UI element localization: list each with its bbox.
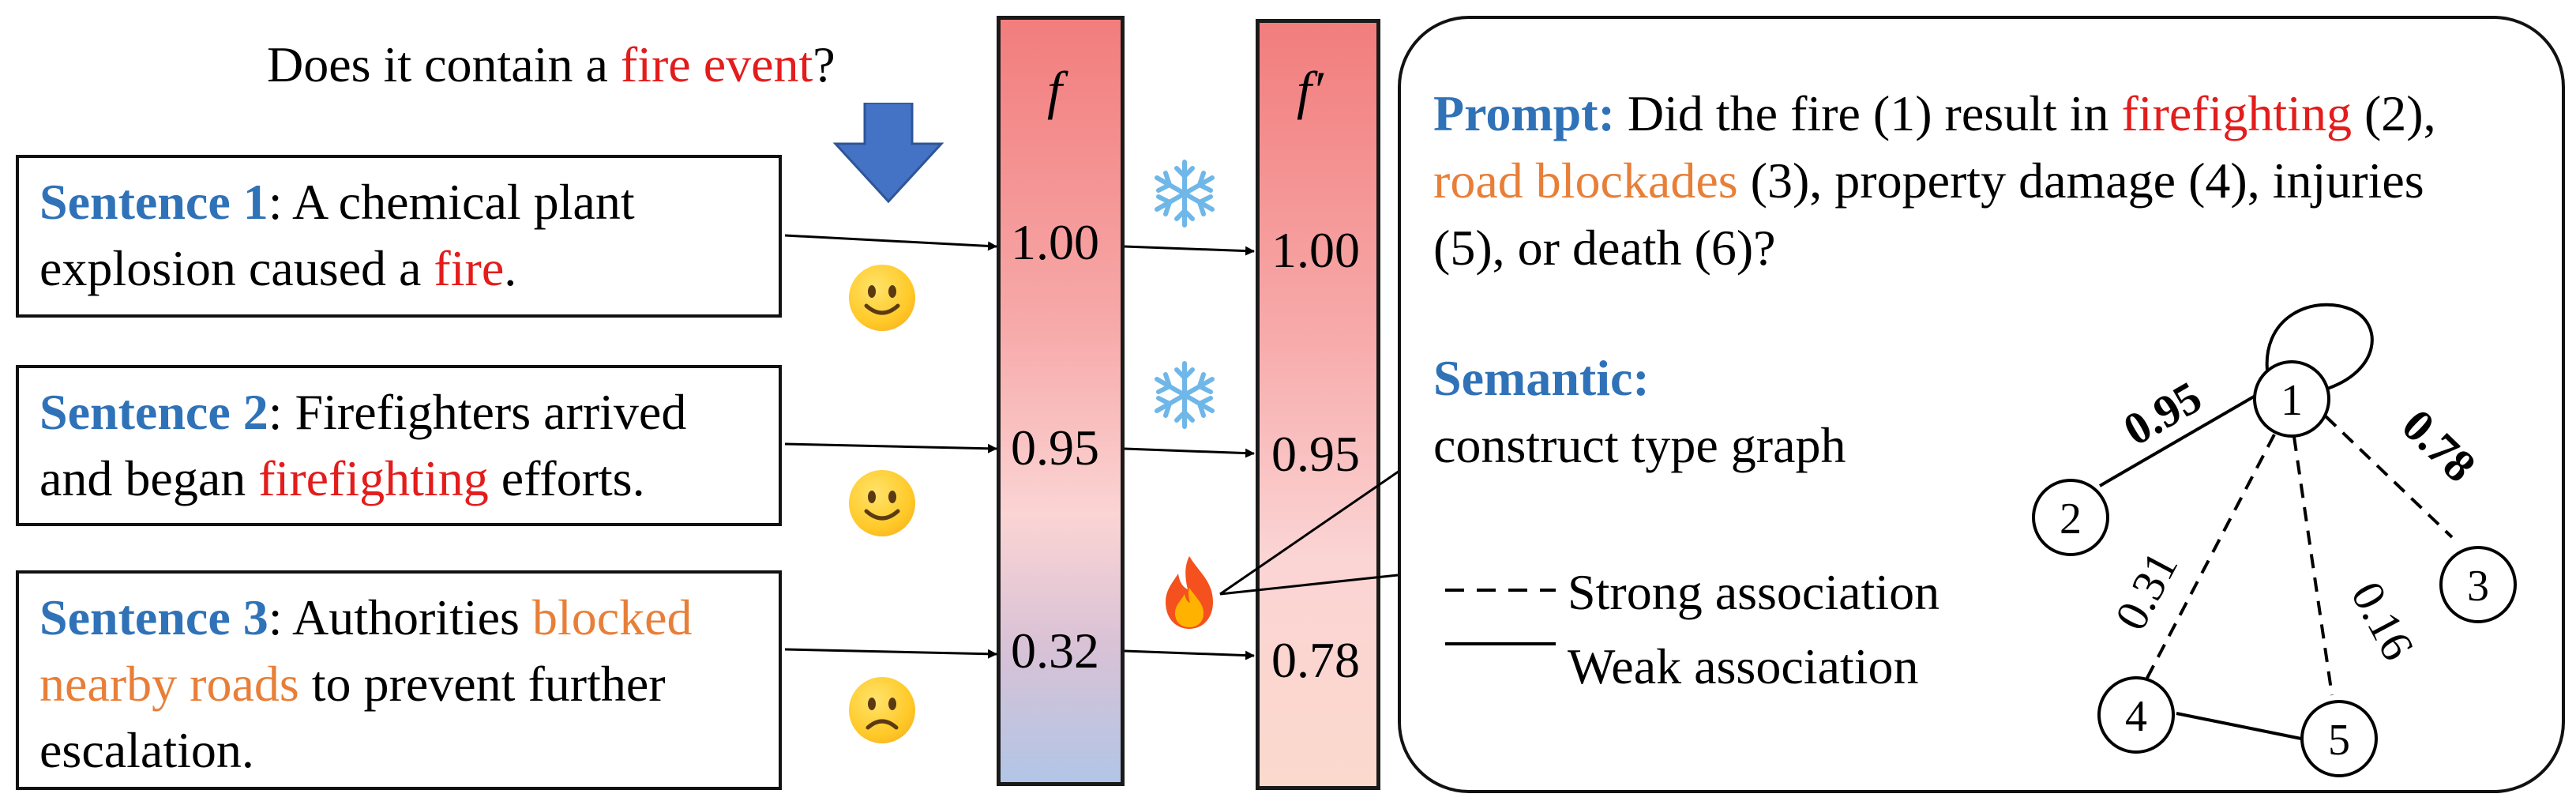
edge-1-2: [2098, 392, 2261, 487]
bar-f-prime-label: f′: [1297, 60, 1324, 120]
semantic-label: Semantic:: [1433, 350, 1650, 406]
question-prefix: Does it contain a: [267, 36, 621, 92]
edge-label-1-5: 0.16: [2341, 574, 2424, 668]
prompt-label: Prompt:: [1433, 85, 1615, 141]
graph-node-4: 4: [2097, 676, 2175, 754]
edge-1-3: [2324, 415, 2454, 539]
sentence-box-3: Sentence 3: Authorities blocked nearby r…: [16, 570, 782, 790]
snowflake-icon: [1155, 361, 1215, 429]
edge-4-5: [2176, 712, 2302, 740]
sentence-2-line-1: Sentence 2: Firefighters arrived: [39, 384, 687, 440]
prompt-line-3: (5), or death (6)?: [1433, 220, 1776, 276]
graph-node-label-5: 5: [2328, 716, 2350, 765]
frown-face-icon: [849, 677, 915, 743]
graph-node-label-4: 4: [2125, 692, 2147, 741]
smile-face-icon: [849, 265, 915, 331]
sentence-3-line-2: nearby roads to prevent further: [39, 656, 666, 712]
graph-node-1: 1: [2253, 360, 2330, 438]
bar-f: [997, 16, 1125, 786]
f-prime-value-3: 0.78: [1271, 632, 1360, 688]
graph-node-2: 2: [2032, 479, 2109, 556]
fire-icon: [1166, 556, 1213, 629]
prompt-line-2: road blockades (3), property damage (4),…: [1433, 152, 2424, 209]
graph-node-label-2: 2: [2060, 495, 2082, 544]
graph-node-label-3: 3: [2467, 562, 2489, 611]
f-prime-value-2: 0.95: [1271, 426, 1360, 482]
semantic-panel: [1398, 16, 2565, 793]
prompt-line-1: Prompt: Did the fire (1) result in firef…: [1433, 85, 2436, 141]
arrow-sentence-3-to-f: [784, 648, 997, 659]
callout-line-upper: [1219, 466, 1405, 596]
sentence-1-label: Sentence 1: [39, 174, 268, 230]
f-prime-value-1: 1.00: [1271, 222, 1360, 278]
self-loop-1: [2265, 303, 2374, 391]
arrow-f-to-fprime-1: [1124, 245, 1255, 256]
down-arrow-icon: [832, 103, 944, 204]
edge-label-1-3: 0.78: [2392, 399, 2485, 491]
arrow-sentence-1-to-f: [784, 234, 997, 251]
bar-f-label: f: [1047, 60, 1062, 120]
legend-strong: Strong association: [1568, 564, 1940, 620]
sentence-box-1: Sentence 1: A chemical plant explosion c…: [16, 155, 782, 318]
sentence-box-2: Sentence 2: Firefighters arrived and beg…: [16, 365, 782, 526]
smile-face-icon: [849, 470, 915, 536]
legend-weak: Weak association: [1568, 638, 1919, 694]
legend-lines: [1445, 589, 1556, 645]
bar-f-prime: [1256, 19, 1380, 790]
edge-1-5: [2292, 436, 2334, 696]
question-suffix: ?: [813, 36, 836, 92]
sentence-1-line-2: explosion caused a fire.: [39, 240, 517, 296]
callout-line-lower: [1219, 574, 1399, 596]
sentence-3-label: Sentence 3: [39, 589, 268, 645]
sentence-2-label: Sentence 2: [39, 384, 268, 440]
graph-node-3: 3: [2439, 546, 2517, 623]
semantic-text: construct type graph: [1433, 417, 1846, 473]
question-highlight: fire event: [620, 36, 813, 92]
sentence-3-line-3: escalation.: [39, 722, 254, 778]
graph-node-5: 5: [2300, 700, 2378, 777]
f-value-1: 1.00: [1011, 214, 1099, 270]
snowflake-icon: [1155, 160, 1215, 228]
sentence-3-line-1: Sentence 3: Authorities blocked: [39, 589, 693, 645]
f-value-3: 0.32: [1011, 623, 1099, 679]
arrow-f-to-fprime-2: [1124, 447, 1255, 458]
edge-label-1-2: 0.95: [2115, 371, 2210, 456]
arrow-sentence-2-to-f: [784, 442, 997, 453]
question: Does it contain a fire event?: [267, 39, 836, 90]
sentence-1-line-1: Sentence 1: A chemical plant: [39, 174, 635, 230]
arrow-f-to-fprime-3: [1124, 649, 1255, 660]
sentence-2-line-2: and began firefighting efforts.: [39, 450, 645, 506]
graph-node-label-1: 1: [2281, 376, 2303, 425]
f-value-2: 0.95: [1011, 419, 1099, 476]
